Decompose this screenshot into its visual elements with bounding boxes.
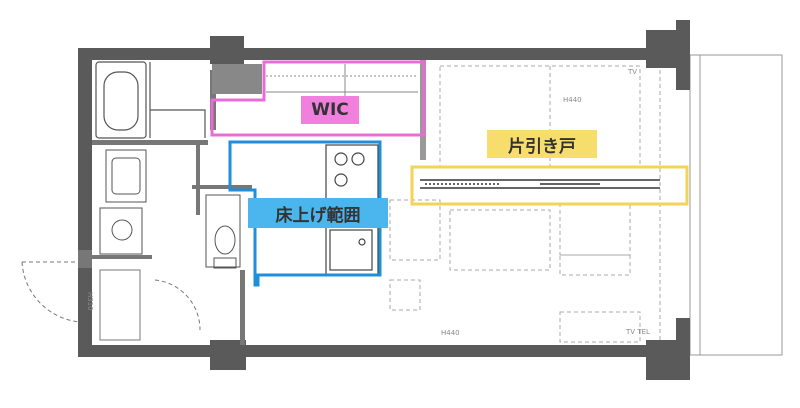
raised-floor-outline	[228, 140, 382, 287]
raised-floor-label: 床上げ範囲	[248, 198, 388, 228]
exterior-walls	[78, 20, 690, 380]
wic-label: WIC	[301, 96, 359, 124]
wic-outline	[210, 60, 426, 137]
dimension-h440-top: H440	[563, 96, 582, 104]
sliding-door-outline	[410, 165, 689, 206]
bathtub	[95, 61, 206, 139]
sliding-door-label: 片引き戸	[487, 130, 597, 158]
wic-shelves	[266, 64, 418, 96]
dimension-h310: H310	[86, 292, 94, 311]
sliding-door-panel	[420, 179, 660, 189]
washroom-fixtures	[99, 149, 241, 269]
tv-outlet-label: TV	[628, 68, 638, 76]
entrance-door	[21, 261, 201, 341]
tv-tel-outlet-label: TV TEL	[626, 328, 650, 336]
dimension-h440-bottom: H440	[441, 329, 460, 337]
balcony	[689, 54, 783, 356]
